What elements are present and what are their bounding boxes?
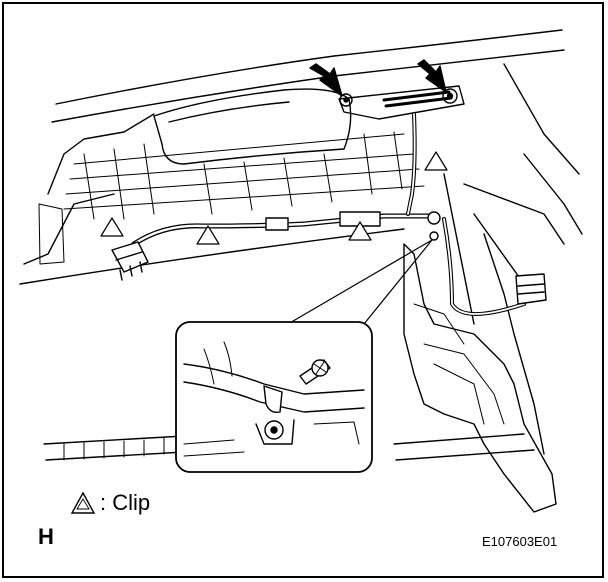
clip-triangle-icon: [70, 491, 96, 515]
connector-right: [516, 274, 546, 304]
lower-panel: [44, 434, 534, 460]
dashboard-ribs: [39, 132, 424, 264]
legend-label: : Clip: [100, 490, 151, 515]
legend: : Clip: [70, 490, 150, 516]
airbag-panel: [154, 89, 351, 164]
airbag-bracket: [339, 86, 464, 119]
figure-frame: : Clip H E107603E01: [2, 2, 604, 578]
wire-harness: [134, 114, 524, 314]
leader-lines: [288, 240, 432, 324]
bolt-arrow-left: [310, 64, 342, 96]
connector-left: [112, 242, 148, 280]
dashboard-outline: [20, 30, 582, 454]
support-bracket: [404, 244, 556, 512]
clip-marker: [101, 152, 447, 244]
view-letter: H: [38, 524, 54, 549]
figure-code: E107603E01: [482, 534, 558, 549]
bolt-arrow-right: [418, 60, 446, 92]
detail-inset: [176, 322, 372, 472]
airbag-wiring-illustration: [4, 4, 606, 580]
